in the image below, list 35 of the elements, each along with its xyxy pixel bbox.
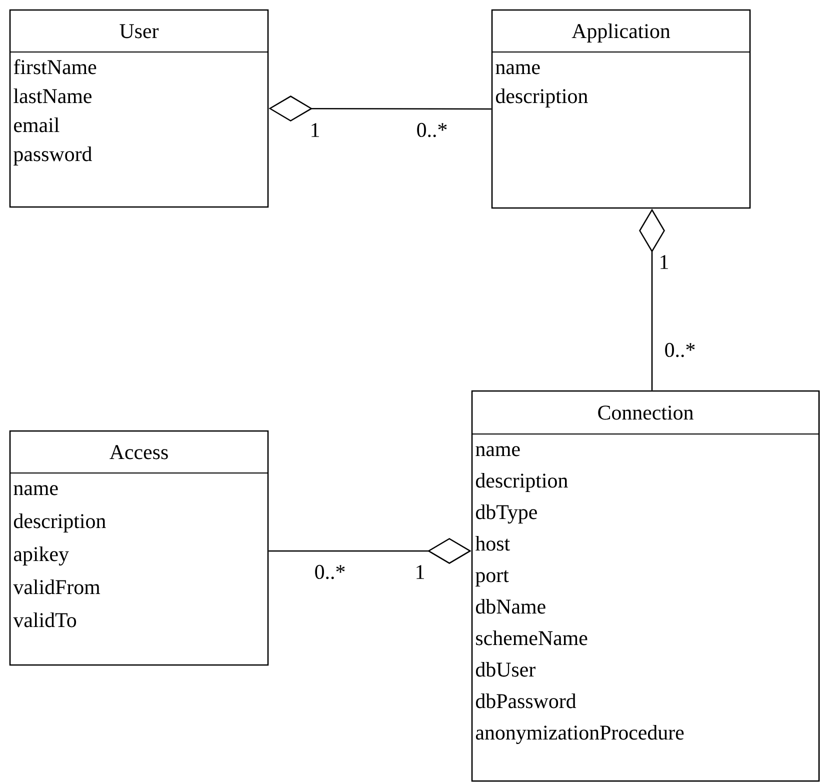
attribute-text: name [14,485,58,496]
class-name: Connection [598,406,694,420]
attribute-text: name [476,446,520,456]
multiplicity-label: 1 [312,123,319,137]
multiplicity-label: 1 [416,565,424,579]
attribute-text: dbName [476,598,546,614]
attribute-text: port [476,570,509,586]
class-name: Access [110,445,168,460]
class-name: User [120,24,159,38]
attribute-text: password [14,146,92,166]
multiplicity-label: 1 [660,255,668,269]
attribute-text: description [496,88,588,108]
attribute-text: description [14,513,106,532]
attribute-text: schemeName [476,630,588,646]
attribute-text: dbType [476,504,537,524]
attribute-text: name [496,64,540,74]
attribute-text: anonymizationProcedure [476,724,684,744]
class-box [9,9,269,208]
attribute-text: dbUser [476,662,536,677]
class-box [9,430,269,666]
class-box [471,390,820,782]
multiplicity-label: 0..* [315,564,345,580]
attribute-text: email [14,117,60,132]
attribute-text: lastName [14,88,92,104]
attribute-text: host [475,536,510,551]
class-box [491,9,751,209]
attribute-text: validTo [13,612,76,628]
attribute-text: description [476,472,568,492]
attribute-text: firstName [14,59,96,74]
multiplicity-label: 0..* [417,122,447,138]
attribute-text: dbPassword [476,693,576,708]
attribute-text: apikey [14,546,69,566]
multiplicity-label: 0..* [665,342,695,358]
attribute-text: validFrom [13,579,100,594]
class-name: Application [572,23,670,42]
